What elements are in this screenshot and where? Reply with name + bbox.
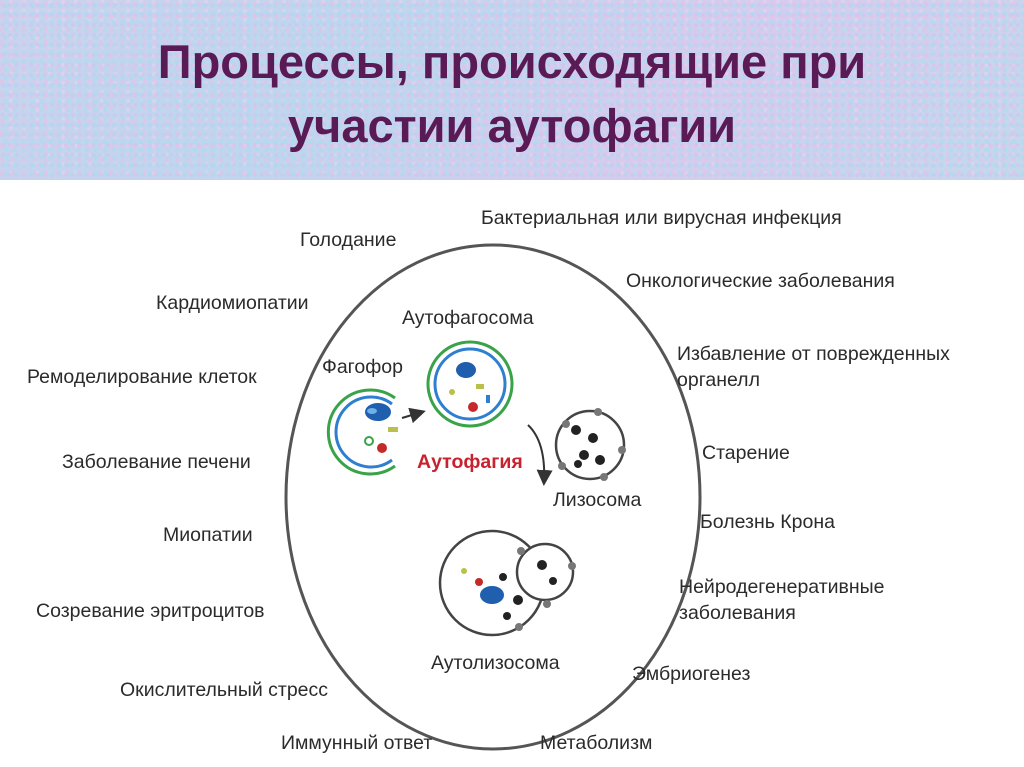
- process-label: Эмбриогенез: [632, 663, 751, 685]
- process-label: Бактериальная или вирусная инфекция: [481, 207, 842, 229]
- autolysosome-label: Аутолизосома: [431, 652, 560, 674]
- page-title: Процессы, происходящие при участии аутоф…: [0, 30, 1024, 158]
- autophagosome-label: Аутофагосома: [402, 307, 534, 329]
- autophagy-label: Аутофагия: [417, 451, 523, 473]
- arrow-phagophore-to-autophagosome: [401, 407, 426, 424]
- phagophore-shape: [326, 388, 398, 476]
- process-label: Иммунный ответ: [281, 732, 433, 754]
- process-label: Болезнь Крона: [700, 511, 835, 533]
- title-line-2: участии аутофагии: [287, 99, 737, 152]
- process-label: Ремоделирование клеток: [27, 366, 257, 388]
- process-label: Онкологические заболевания: [626, 270, 895, 292]
- process-label: Миопатии: [163, 524, 253, 546]
- phagophore-label: Фагофор: [322, 356, 403, 378]
- process-label: Кардиомиопатии: [156, 292, 309, 314]
- lysosome-shape: [554, 408, 626, 481]
- cell-outline: [284, 243, 702, 751]
- title-line-1: Процессы, происходящие при: [157, 35, 867, 88]
- process-label: Избавление от поврежденных органелл: [677, 343, 950, 391]
- process-label: Созревание эритроцитов: [36, 600, 265, 622]
- lysosome-label: Лизосома: [553, 489, 642, 511]
- process-label: Нейродегенеративные заболевания: [679, 576, 885, 624]
- autophagosome-shape: [426, 340, 514, 428]
- autolysosome-shape: [438, 529, 576, 637]
- process-label: Голодание: [300, 229, 397, 251]
- process-label: Метаболизм: [540, 732, 653, 754]
- process-label: Заболевание печени: [62, 451, 251, 473]
- process-label: Окислительный стресс: [120, 679, 329, 701]
- arrow-autophagosome-to-lysosome: [527, 424, 553, 486]
- header-background: [0, 0, 1024, 180]
- process-label: Старение: [702, 442, 790, 464]
